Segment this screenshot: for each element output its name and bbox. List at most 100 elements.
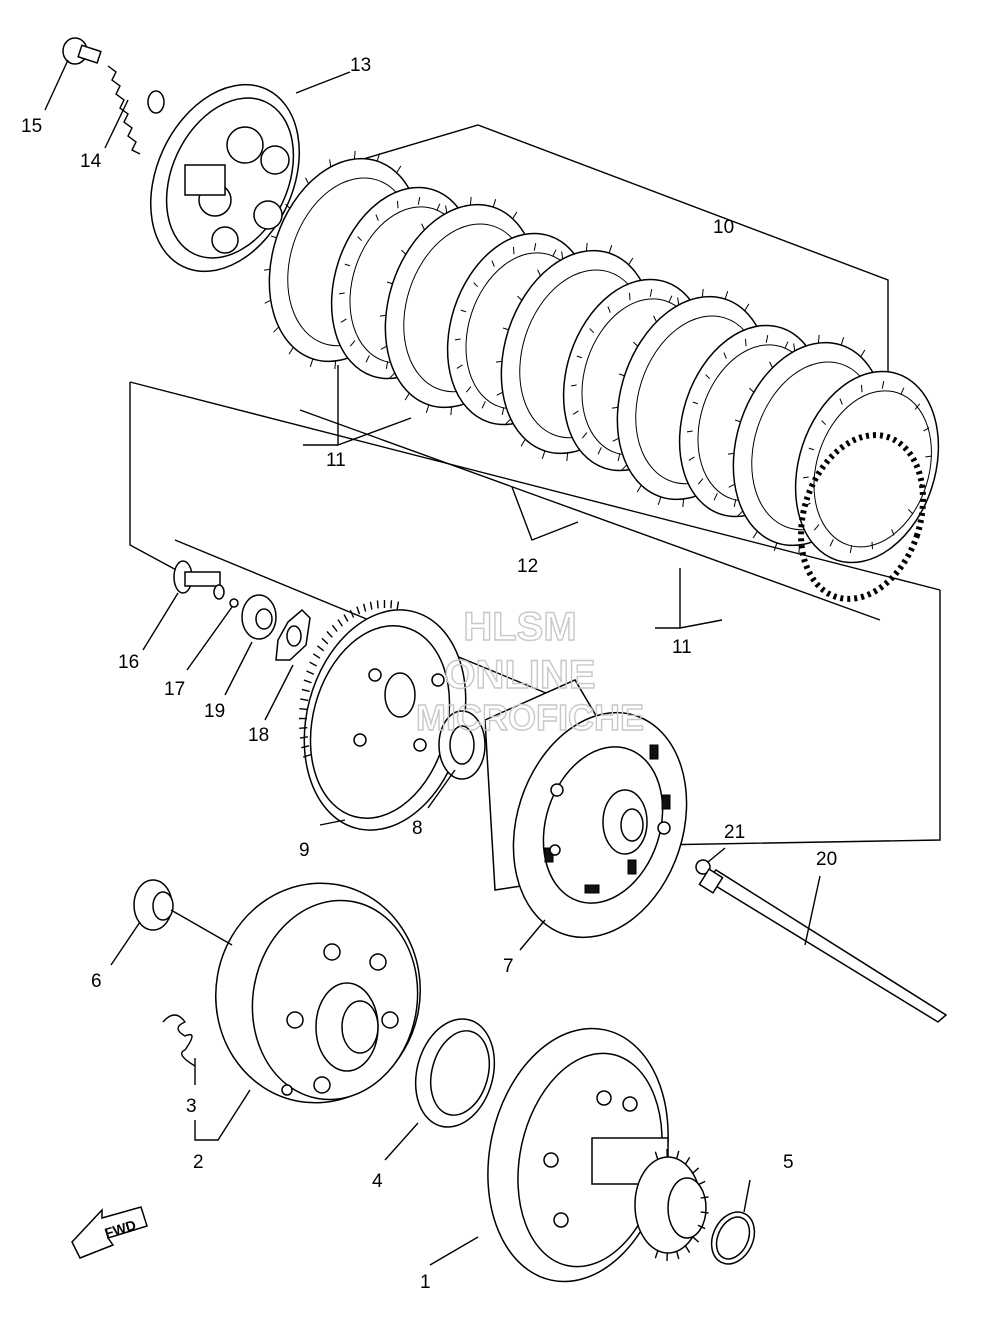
gear-9-tooth — [396, 601, 400, 610]
plate-tab — [572, 410, 579, 415]
plate-tab — [533, 243, 537, 251]
plate-tab — [288, 346, 294, 355]
gear-9-tooth — [316, 645, 325, 652]
plate-tab — [273, 326, 280, 333]
plate-tab — [607, 306, 611, 313]
gear-9-tooth — [326, 631, 333, 638]
gear-1-tooth — [654, 1151, 659, 1160]
plate-tab — [385, 361, 389, 369]
plate-tab — [375, 214, 379, 221]
gear-9-tooth — [343, 614, 349, 622]
callout-3: 3 — [186, 1096, 197, 1117]
callout-15: 15 — [21, 116, 42, 137]
plate-tab — [501, 407, 505, 415]
plate-tab — [628, 257, 634, 266]
plate-tab — [733, 499, 737, 507]
plate-tab — [386, 281, 393, 285]
plate-tab — [692, 401, 699, 405]
gear-9-tooth — [299, 727, 308, 729]
gear-9-tooth — [312, 653, 321, 659]
plate-tab — [784, 341, 789, 349]
plate-tab — [473, 282, 479, 288]
plate-tab — [728, 483, 735, 488]
plate-tab — [636, 484, 642, 493]
plate-tab — [421, 223, 425, 231]
plate-tab — [456, 364, 463, 369]
plate-tab — [502, 327, 509, 331]
plate-tab — [765, 335, 769, 343]
plate-tab — [724, 291, 729, 300]
watermark-line-1: HLSM — [463, 605, 576, 649]
gear-9-tooth — [299, 708, 308, 711]
plate-tab — [425, 404, 430, 413]
plate-tab — [334, 360, 337, 370]
ball-part-17 — [229, 598, 239, 608]
gear-9-tooth — [309, 661, 317, 667]
plate-tab — [611, 406, 619, 409]
plate-tab — [608, 245, 613, 254]
plate-tab — [686, 430, 693, 433]
lock-washer-part-18 — [275, 608, 311, 661]
gear-9-tooth — [362, 603, 367, 612]
o-ring-part-5 — [710, 1211, 756, 1265]
callout-11-upper: 11 — [326, 450, 346, 471]
callout-14: 14 — [80, 151, 102, 172]
plate-tab — [576, 355, 583, 359]
plate-tab — [677, 297, 680, 305]
gear-part-9 — [303, 609, 467, 831]
plate-tab — [713, 493, 718, 501]
plate-tab — [454, 338, 461, 341]
clutch-plates-stack — [263, 150, 940, 602]
plate-tab — [570, 384, 577, 387]
plate-tab — [769, 361, 773, 369]
plate-tab — [379, 314, 387, 317]
plate-tab — [697, 478, 704, 485]
friction-lining — [798, 432, 926, 602]
plate-tab — [813, 524, 820, 531]
plate-tab — [839, 398, 843, 405]
plate-tab — [357, 236, 363, 242]
plate-tab — [344, 263, 351, 267]
plate-tab — [749, 387, 755, 393]
fwd-arrow-icon: FWD — [71, 1206, 148, 1259]
gear-1-tooth — [697, 1180, 706, 1186]
bolt-part-15 — [62, 37, 102, 65]
plate-tab — [566, 452, 569, 462]
spring-part-3 — [162, 1014, 196, 1067]
plate-tab — [537, 269, 541, 277]
plate-tab — [512, 211, 518, 220]
clutch-assembly-part-2 — [214, 882, 422, 1104]
plate-tab — [612, 437, 619, 442]
callout-6: 6 — [91, 971, 102, 992]
clutch-drum-part-1 — [487, 1027, 707, 1283]
callout-5: 5 — [783, 1152, 794, 1173]
plate-tab — [752, 530, 758, 539]
plate-tab — [404, 392, 410, 401]
plate-tab — [469, 196, 472, 206]
plate-tab — [365, 355, 370, 363]
plate-tab — [460, 309, 467, 313]
plate-tab — [821, 420, 827, 426]
watermark-line-3: MICROFICHE — [416, 697, 644, 738]
gear-9-tooth — [390, 600, 393, 609]
plate-tab — [305, 177, 309, 185]
plate-tab — [353, 150, 356, 160]
callout-13: 13 — [350, 55, 371, 76]
steel-plate — [794, 370, 940, 564]
plate-tab — [925, 455, 932, 458]
pressure-plate-part-13 — [149, 83, 301, 273]
callout-18: 18 — [248, 725, 269, 746]
plate-tab — [793, 343, 796, 351]
plate-tab — [817, 334, 820, 344]
plate-tab — [618, 373, 625, 377]
plate-tab — [492, 199, 497, 208]
callout-1: 1 — [420, 1272, 431, 1293]
callout-labels: 1 2 3 4 5 6 7 8 9 10 11 11 12 13 14 15 1… — [21, 55, 837, 1293]
gear-9-tooth — [337, 619, 343, 627]
plate-tab — [376, 153, 381, 162]
plate-tab — [891, 529, 895, 536]
callout-7: 7 — [503, 956, 514, 977]
plate-tab — [263, 268, 271, 271]
